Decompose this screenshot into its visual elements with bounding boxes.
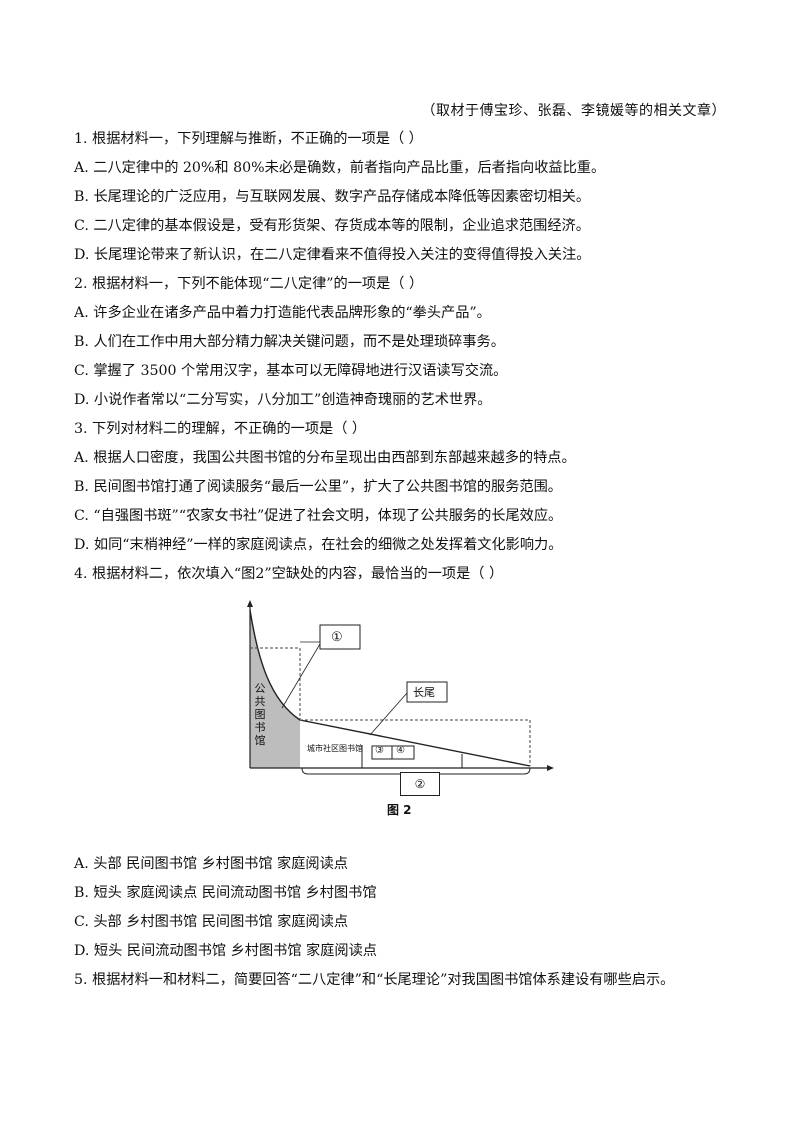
question-3-option-d: D. 如同“末梢神经”一样的家庭阅读点，在社会的细微之处发挥着文化影响力。 [74, 537, 563, 553]
figure-label-community-library: 城市社区图书馆 [307, 744, 363, 753]
question-4-option-b: B. 短头 家庭阅读点 民间流动图书馆 乡村图书馆 [74, 885, 377, 901]
question-4-option-d: D. 短头 民间流动图书馆 乡村图书馆 家庭阅读点 [74, 943, 377, 959]
question-2-option-d: D. 小说作者常以“二分写实，八分加工”创造神奇瑰丽的艺术世界。 [74, 392, 492, 408]
tail-dashed-box [300, 719, 531, 766]
question-3-option-c: C. “自强图书斑”“农家女书社”促进了社会文明，体现了公共服务的长尾效应。 [74, 508, 563, 524]
figure-box-2: ② [400, 772, 440, 796]
blank-box-4 [391, 745, 415, 760]
figure-caption: 图 2 [387, 803, 412, 817]
figure-2-diagram [247, 600, 554, 779]
figure-label-circle-3: ③ [375, 745, 384, 756]
question-1-stem: 1. 根据材料一，下列理解与推断，不正确的一项是（ ） [74, 131, 423, 147]
question-1-option-b: B. 长尾理论的广泛应用，与互联网发展、数字产品存储成本降低等因素密切相关。 [74, 189, 591, 205]
question-4-stem: 4. 根据材料二，依次填入“图2”空缺处的内容，最恰当的一项是（ ） [74, 566, 504, 582]
question-3-option-a: A. 根据人口密度，我国公共图书馆的分布呈现出由西部到东部越来越多的特点。 [74, 450, 576, 466]
head-area-shading [250, 610, 300, 768]
question-2-option-b: B. 人们在工作中用大部分精力解决关键问题，而不是处理琐碎事务。 [74, 334, 505, 350]
question-1-option-a: A. 二八定律中的 20%和 80%未必是确数，前者指向产品比重，后者指向收益比… [74, 160, 606, 176]
head-dashed-box [250, 647, 301, 720]
distribution-curve [249, 609, 531, 767]
question-5-stem: 5. 根据材料一和材料二，简要回答“二八定律”和“长尾理论”对我国图书馆体系建设… [74, 972, 675, 988]
longtail-box [406, 681, 448, 703]
longtail-pointer-line [369, 692, 408, 736]
figure-label-longtail: 长尾 [413, 686, 435, 699]
source-note: （取材于傅宝珍、张磊、李镜媛等的相关文章） [421, 103, 726, 119]
question-1-option-c: C. 二八定律的基本假设是，受有形货架、存货成本等的限制，企业追求范围经济。 [74, 218, 590, 234]
question-3-option-b: B. 民间图书馆打通了阅读服务“最后一公里”，扩大了公共图书馆的服务范围。 [74, 479, 562, 495]
figure-label-public-library: 公 共 图 书 馆 [254, 682, 266, 747]
question-2-option-a: A. 许多企业在诸多产品中着力打造能代表品牌形象的“拳头产品”。 [74, 305, 491, 321]
question-1-option-d: D. 长尾理论带来了新认识，在二八定律看来不值得投入关注的变得值得投入关注。 [74, 247, 591, 263]
question-2-option-c: C. 掌握了 3500 个常用汉字，基本可以无障碍地进行汉语读写交流。 [74, 363, 508, 379]
question-4-option-a: A. 头部 民间图书馆 乡村图书馆 家庭阅读点 [74, 856, 348, 872]
question-4-option-c: C. 头部 乡村图书馆 民间图书馆 家庭阅读点 [74, 914, 349, 930]
question-3-stem: 3. 下列对材料二的理解，不正确的一项是（ ） [74, 421, 367, 437]
question-2-stem: 2. 根据材料一，下列不能体现“二八定律”的一项是（ ） [74, 276, 424, 292]
box-1-pointer-line [281, 643, 321, 709]
figure-label-circle-1: ① [331, 630, 343, 645]
x-axis-arrow [547, 765, 554, 771]
y-axis-arrow [247, 600, 253, 607]
figure-label-circle-4: ④ [396, 745, 405, 756]
blank-box-1 [319, 624, 361, 650]
